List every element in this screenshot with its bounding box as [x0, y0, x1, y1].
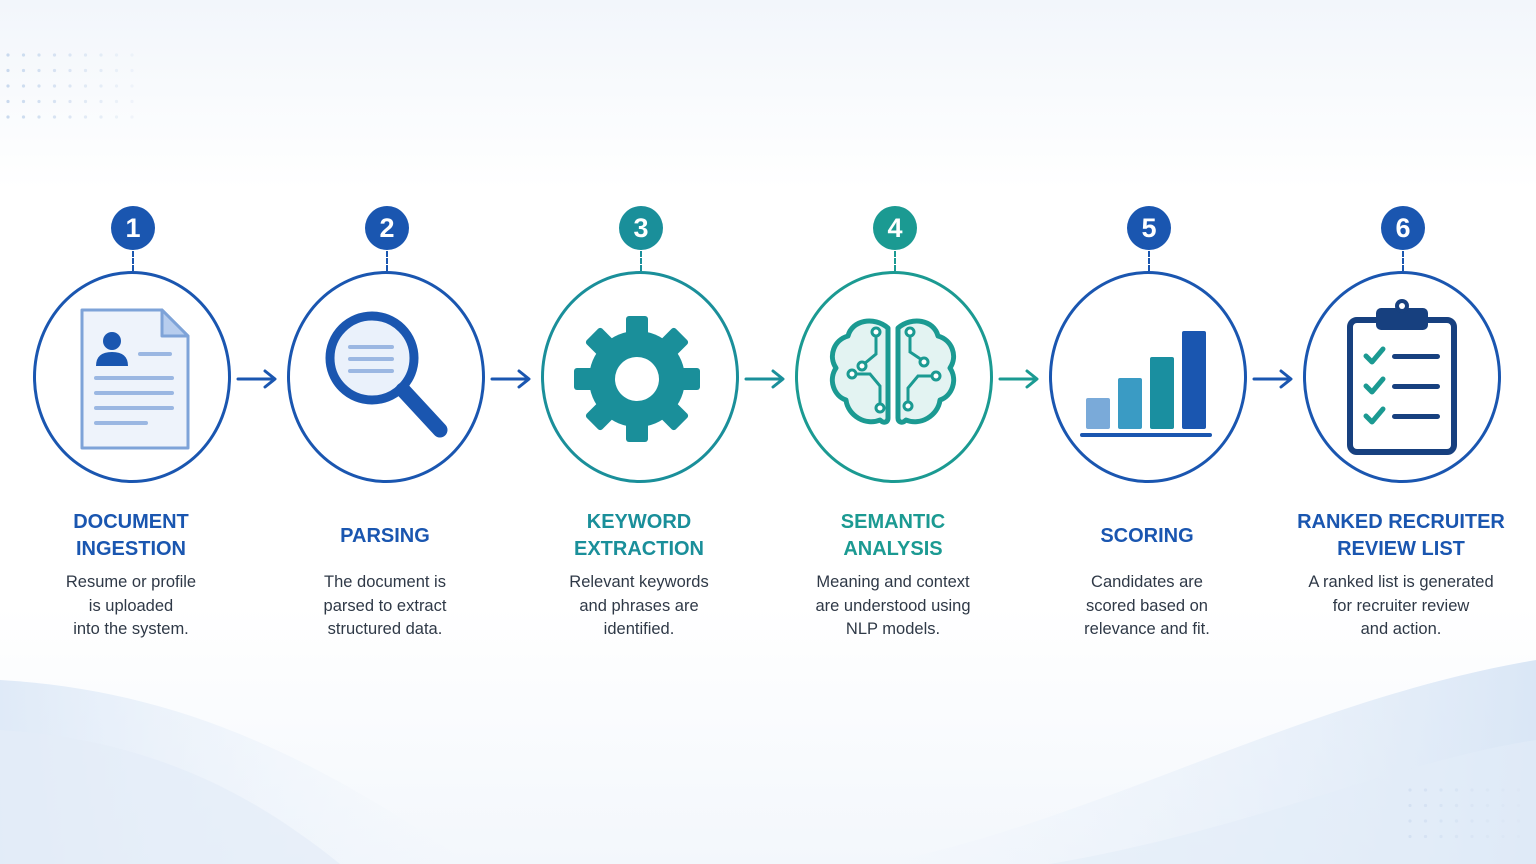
step-title: KEYWORD EXTRACTION [574, 511, 704, 560]
step-number-badge: 2 [365, 206, 409, 250]
step-document-ingestion: 1 DOCUMENT INGESTION Resume or profile i… [5, 0, 261, 864]
badge-connector [640, 251, 642, 271]
step-description: The document is parsed to extract struct… [323, 573, 447, 638]
step-title: DOCUMENT INGESTION [73, 511, 189, 560]
step-title: SCORING [1100, 524, 1194, 547]
magnifier-icon [325, 311, 448, 438]
step-description: Meaning and context are understood using… [815, 573, 971, 638]
step-description: Candidates are scored based on relevance… [1084, 573, 1210, 638]
clipboard-checklist-icon [1347, 299, 1457, 455]
step-number-badge: 5 [1127, 206, 1171, 250]
step-scoring: 5 SCORING Candidates are scored based on… [1021, 0, 1277, 864]
step-title: PARSING [340, 524, 430, 547]
step-number-badge: 4 [873, 206, 917, 250]
badge-connector [1148, 251, 1150, 271]
step-number-badge: 6 [1381, 206, 1425, 250]
flow-arrow-1 [236, 369, 277, 389]
badge-connector [132, 251, 134, 271]
document-icon [80, 308, 190, 450]
step-number-badge: 1 [111, 206, 155, 250]
step-title: RANKED RECRUITER REVIEW LIST [1297, 511, 1505, 560]
step-semantic-analysis: 4 SEMANTIC ANALYSIS Meaning and context [767, 0, 1023, 864]
gear-icon [574, 316, 700, 442]
step-circle [795, 271, 993, 483]
step-number-badge: 3 [619, 206, 663, 250]
flow-arrow-3 [744, 369, 785, 389]
step-description: A ranked list is generated for recruiter… [1308, 573, 1494, 638]
badge-connector [894, 251, 896, 271]
step-circle [1049, 271, 1247, 483]
flow-arrow-5 [1252, 369, 1293, 389]
badge-connector [386, 251, 388, 271]
step-title: SEMANTIC ANALYSIS [840, 511, 946, 560]
flow-arrow-4 [998, 369, 1039, 389]
bar-chart-icon [1080, 331, 1212, 437]
step-description: Resume or profile is uploaded into the s… [65, 573, 197, 638]
step-description: Relevant keywords and phrases are identi… [569, 573, 709, 638]
step-keyword-extraction: 3 KEYWORD EXTRACTION Relevant keywords a… [513, 0, 769, 864]
brain-icon [829, 318, 957, 425]
flow-arrow-2 [490, 369, 531, 389]
step-ranked-recruiter-review-list: 6 RANKED RECRUITER REVIEW LIST A ranked … [1275, 0, 1531, 864]
badge-connector [1402, 251, 1404, 271]
step-parsing: 2 PARSING The document is parsed to extr… [259, 0, 515, 864]
